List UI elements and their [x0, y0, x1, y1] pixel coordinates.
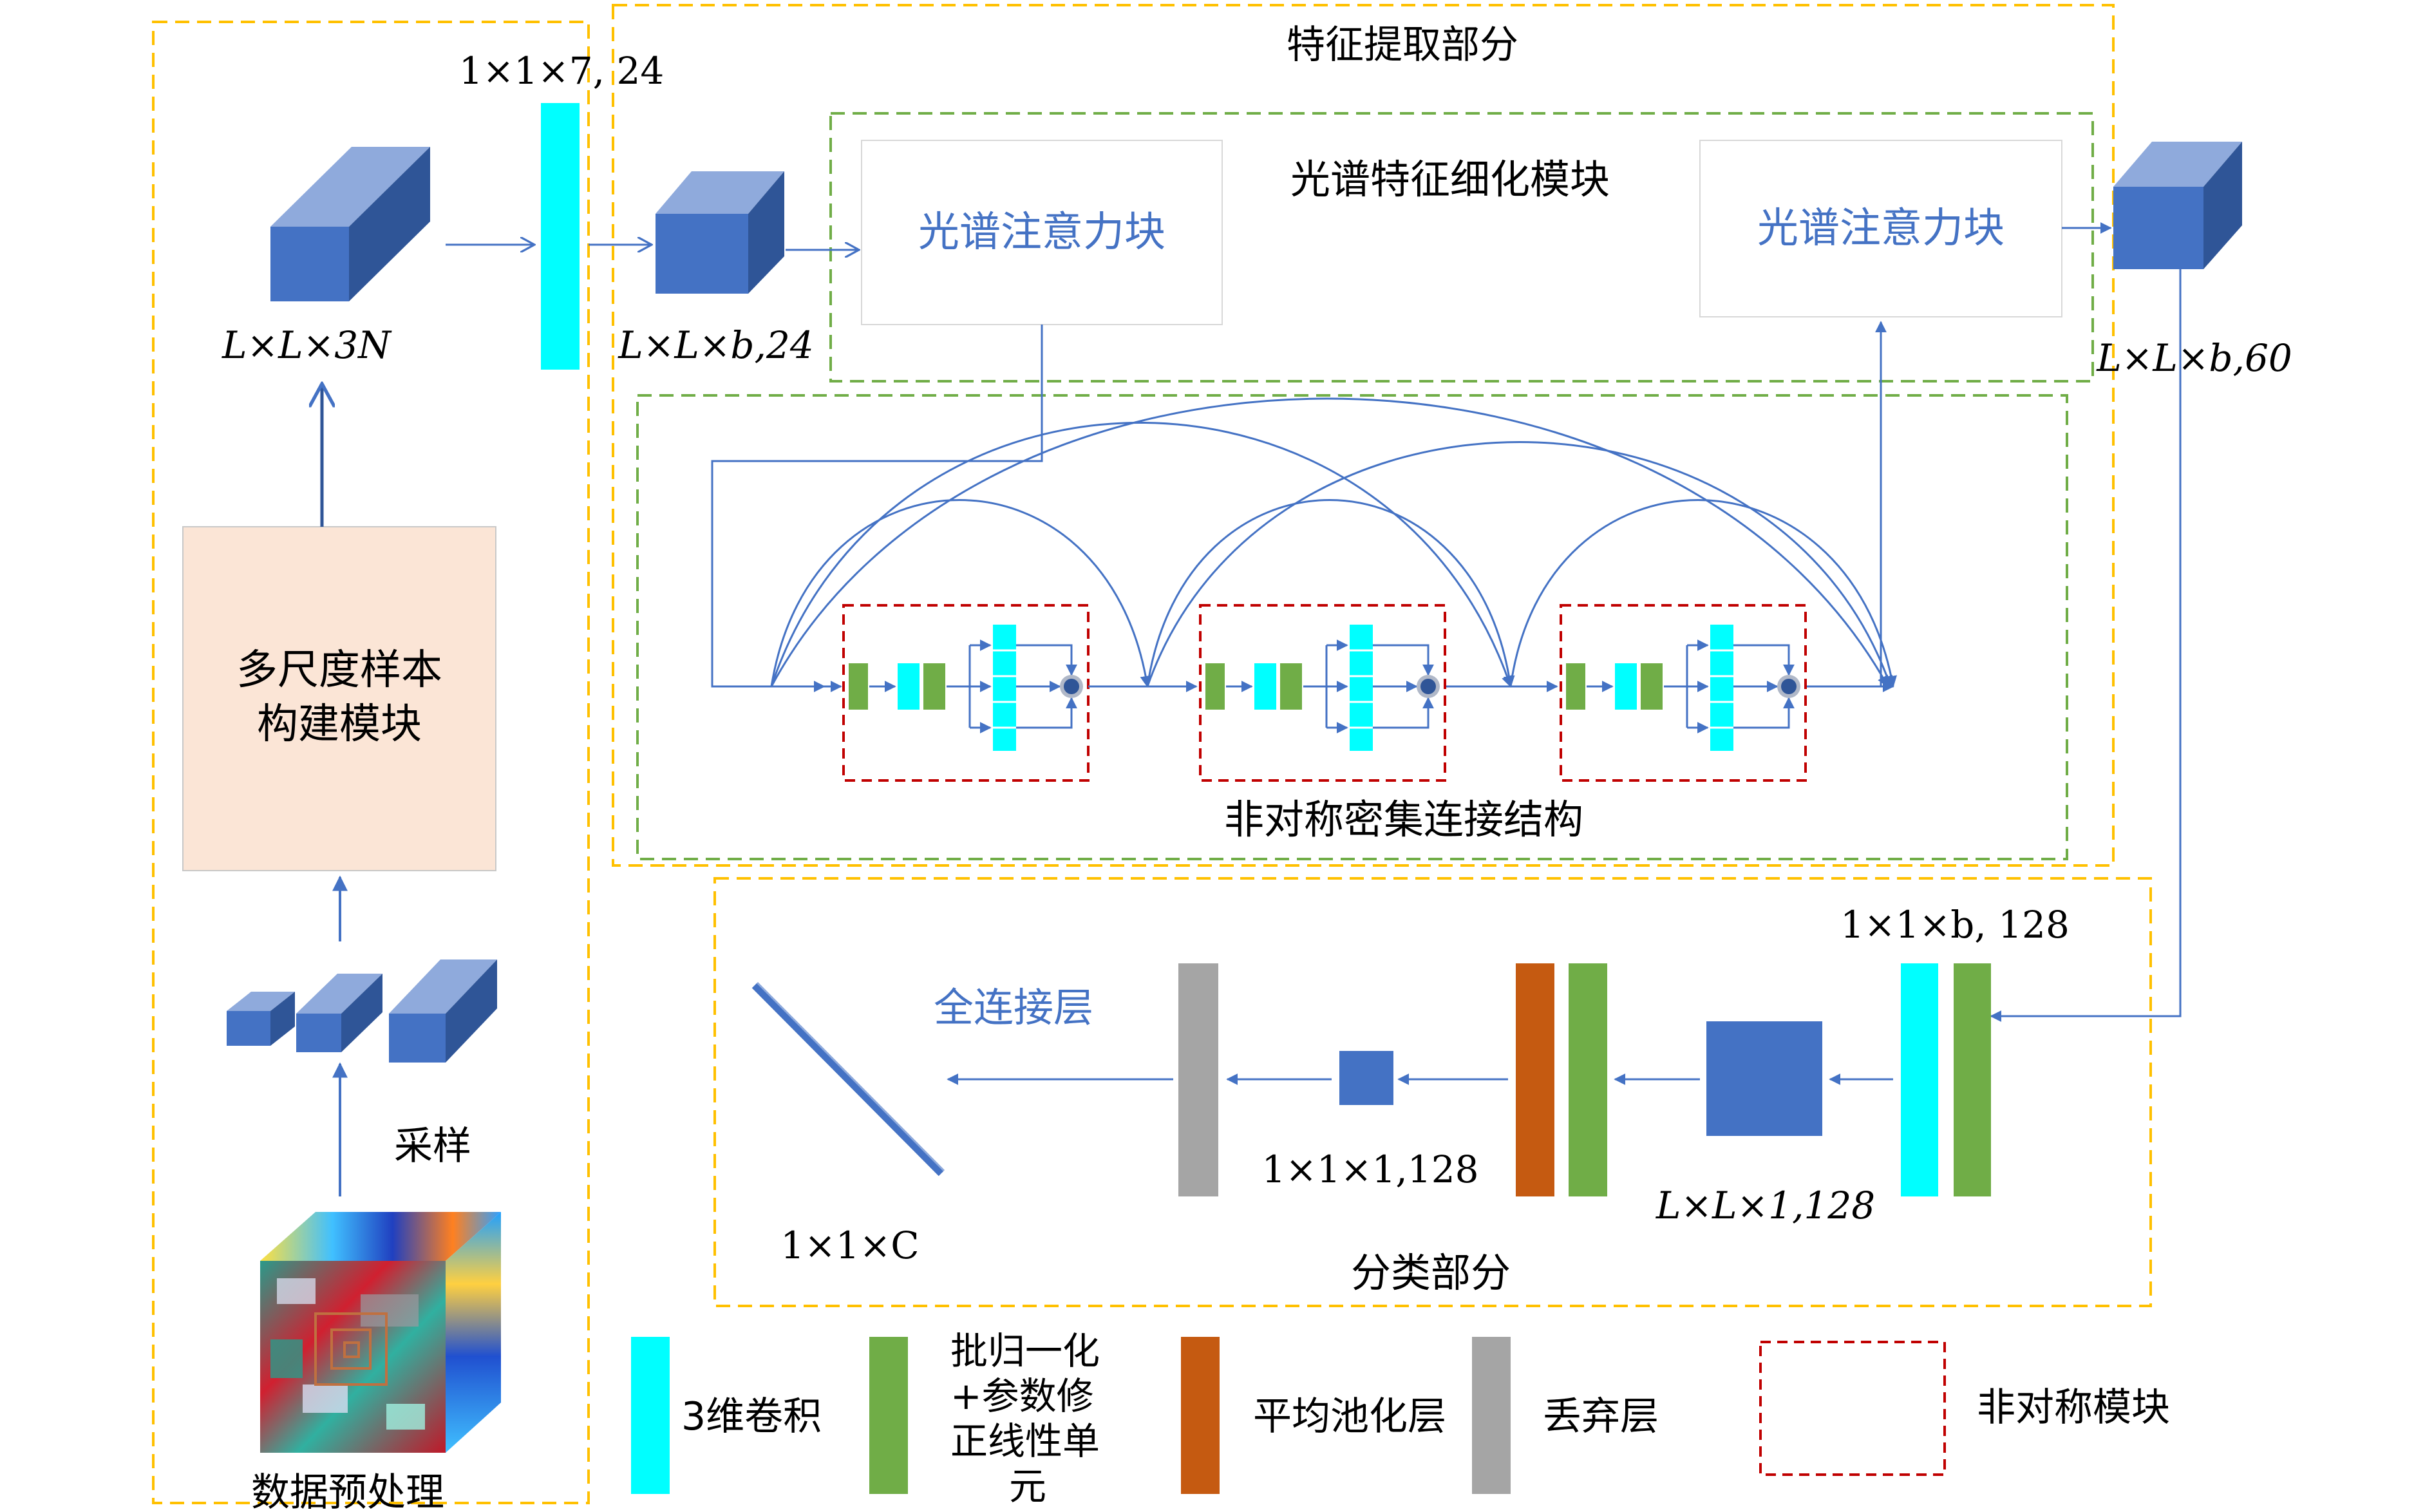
fc-layer-shape-highlight	[756, 981, 945, 1172]
asym-module-2-bn-relu	[1205, 663, 1225, 710]
legend-dropout-swatch	[1472, 1337, 1511, 1494]
fc-layer-shape	[751, 982, 945, 1177]
spectral-attention-block-2-label: 光谱注意力块	[1757, 205, 2005, 252]
asym-module-2-merge-bottom	[1373, 697, 1434, 729]
sample-cube-medium	[296, 974, 382, 1052]
legend-bn-relu-label-line2: +参数修	[950, 1374, 1094, 1418]
asym-module-2-merge-top	[1373, 644, 1434, 676]
asym-module-1-border	[842, 604, 1090, 782]
feature-input-label: L×L×b,24	[618, 323, 814, 367]
initial-conv3d-bar	[541, 103, 580, 370]
multiscale-module-box	[182, 526, 496, 871]
asym-module-2-conv	[1254, 663, 1276, 710]
legend-conv3d-label: 3维卷积	[681, 1394, 822, 1439]
sample-cube-small	[227, 992, 295, 1046]
feature-section-title: 特征提取部分	[1287, 23, 1518, 68]
feature-output-cube	[2113, 142, 2242, 269]
refine-module-border	[829, 112, 2094, 383]
dense-module-border	[636, 394, 2068, 860]
feature-map-square	[1706, 1021, 1822, 1136]
dropout-bar	[1178, 963, 1218, 1196]
legend-bn-relu-label-line3: 正线性单	[950, 1419, 1100, 1463]
legend-asym-module-label: 非对称模块	[1977, 1385, 2170, 1430]
legend-dropout-label: 丢弃层	[1543, 1394, 1659, 1439]
path-attention1-to-dense	[711, 325, 1043, 692]
asym-module-1-conv	[898, 663, 920, 710]
asym-module-3-bn-relu-b	[1641, 663, 1663, 710]
asym-module-1-merge-top	[1016, 644, 1077, 676]
feature-input-cube	[656, 171, 784, 294]
asym-module-1-bn-relu	[849, 663, 868, 710]
dense-structure-title: 非对称密集连接结构	[1224, 796, 1583, 843]
feature-section-border	[612, 4, 2115, 867]
legend-bn-relu-label-line1: 批归一化	[950, 1329, 1100, 1373]
input-cube-label: L×L×3N	[222, 323, 392, 367]
avg-pool-bar	[1516, 963, 1554, 1196]
dense-skip-connections	[770, 397, 1897, 688]
classify-section-border	[713, 877, 2152, 1307]
spectral-attention-block-1	[861, 140, 1223, 325]
asym-module-3	[1560, 604, 1807, 782]
asym-module-3-multi-conv	[1710, 625, 1733, 751]
pooled-vector	[1339, 1051, 1393, 1105]
asym-module-3-conv	[1615, 663, 1637, 710]
asym-module-1-bn-relu-b	[923, 663, 945, 710]
legend-bn-relu-label-line4: 元	[1009, 1464, 1046, 1508]
classify-output-label: 1×1×C	[780, 1224, 919, 1267]
pool-out-label: 1×1×1,128	[1261, 1148, 1478, 1191]
initial-conv-label: 1×1×7, 24	[459, 49, 665, 93]
asym-module-1-merge-bottom	[1016, 697, 1077, 729]
asym-module-1-concat-node	[1064, 679, 1079, 694]
fc-layer-label: 全连接层	[934, 984, 1093, 1031]
asym-module-2-multi-conv	[1350, 625, 1373, 751]
classify-conv-label: 1×1×b, 128	[1840, 903, 2070, 947]
asym-module-3-concat-node	[1781, 679, 1797, 694]
sampling-label: 采样	[394, 1124, 471, 1169]
classify-bn-relu-bar	[1954, 963, 1991, 1196]
asym-module-2-border	[1199, 604, 1446, 782]
asym-module-2-bn-relu-b	[1280, 663, 1302, 710]
asym-module-3-merge-bottom	[1733, 697, 1795, 729]
feature-output-label: L×L×b,60	[2096, 336, 2292, 380]
legend-avgpool-swatch	[1181, 1337, 1220, 1494]
asym-module-3-border	[1560, 604, 1807, 782]
asym-module-1-multi-conv	[993, 625, 1016, 751]
pool-in-label: L×L×1,128	[1656, 1184, 1875, 1227]
asym-module-1	[842, 604, 1090, 782]
data-preprocess-label: 数据预处理	[251, 1470, 444, 1512]
sample-cube-large	[389, 959, 497, 1063]
multiscale-module-label-line2: 构建模块	[257, 701, 422, 748]
asym-module-3-merge-top	[1733, 644, 1795, 676]
asym-module-2-concat-node	[1420, 679, 1436, 694]
asym-module-2	[1199, 604, 1446, 782]
classify-conv3d-bar	[1901, 963, 1938, 1196]
legend-conv3d-swatch	[631, 1337, 670, 1494]
preprocess-section-border	[152, 21, 590, 1504]
legend-avgpool-label: 平均池化层	[1253, 1394, 1446, 1439]
spectral-attention-block-2	[1699, 140, 2062, 317]
spectral-attention-block-1-label: 光谱注意力块	[918, 209, 1165, 256]
input-cube-3n	[270, 147, 430, 301]
legend-asym-module-swatch	[1759, 1341, 1946, 1476]
classify-section-title: 分类部分	[1351, 1249, 1511, 1296]
legend-bn-relu-swatch	[869, 1337, 908, 1494]
multiscale-module-label-line1: 多尺度样本	[236, 647, 442, 694]
hsi-data-cube	[260, 1212, 501, 1453]
asym-module-3-bn-relu	[1566, 663, 1585, 710]
refine-module-title: 光谱特征细化模块	[1290, 156, 1610, 203]
path-feature-to-classify	[1990, 269, 2182, 1022]
classify-bn-relu-bar-2	[1569, 963, 1607, 1196]
